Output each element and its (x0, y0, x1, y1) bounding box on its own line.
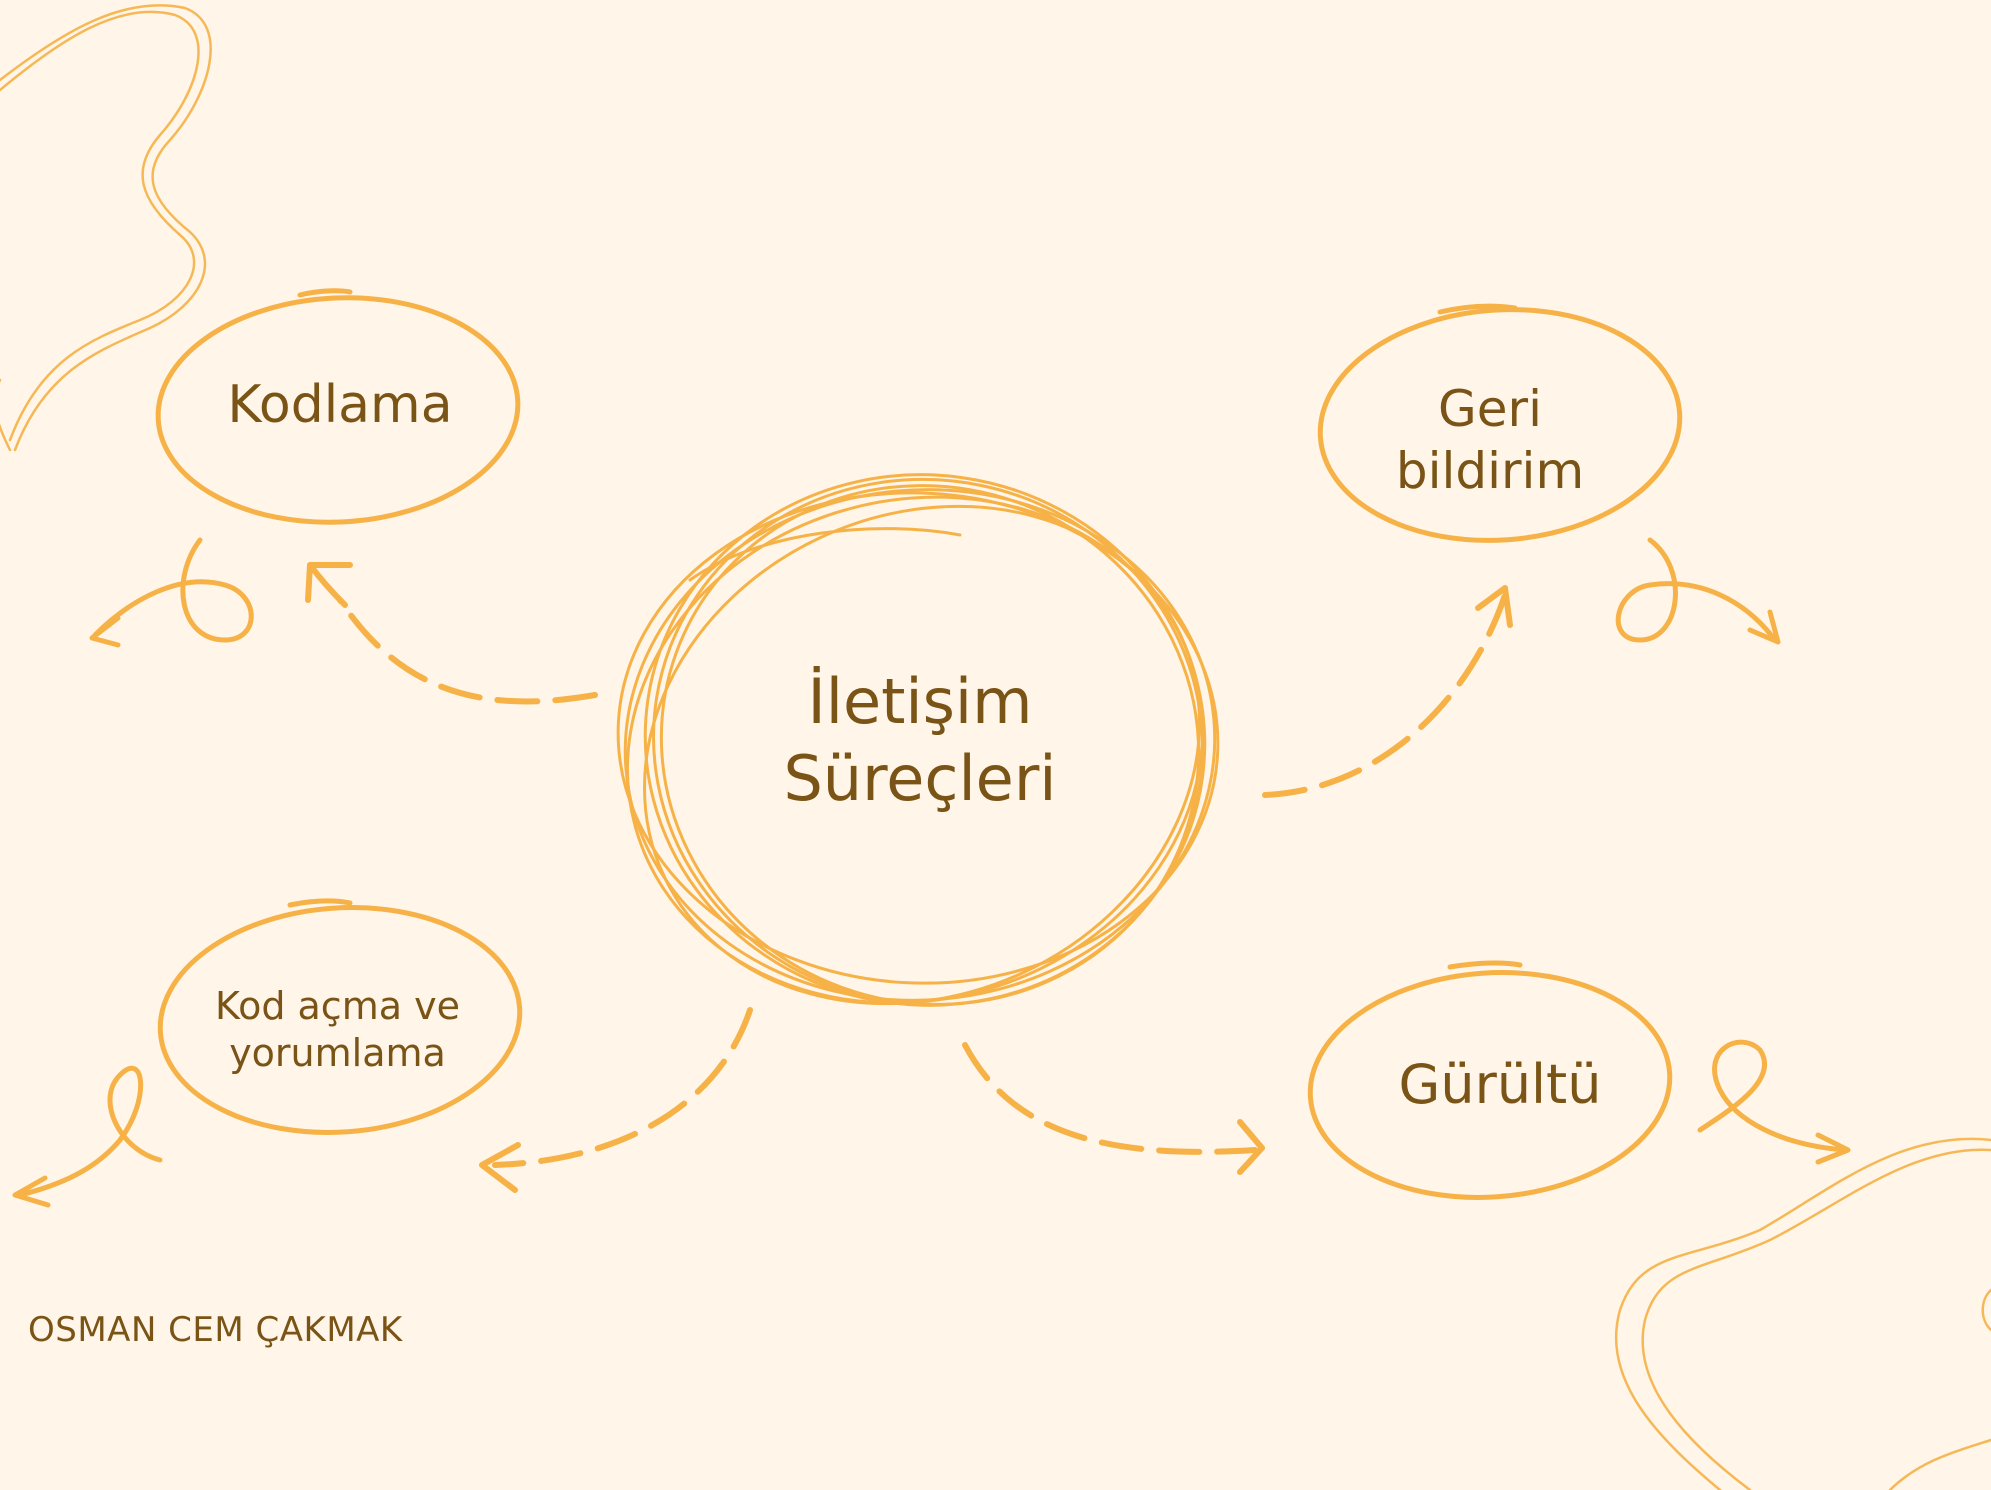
author-name: OSMAN CEM ÇAKMAK (28, 1310, 403, 1350)
kodlama-node-label: Kodlama (160, 350, 520, 460)
arrow-to-kodlama (305, 562, 598, 705)
decorative-squiggle-top-left (0, 4, 212, 452)
kod-acma-line1: Kod açma ve (215, 983, 460, 1028)
gurultu-ellipse (1307, 960, 1673, 1200)
geri-bildirim-line1: Geri (1438, 379, 1542, 438)
loop-arrow-left-bottom (12, 1065, 163, 1208)
geri-bildirim-ellipse (1317, 303, 1683, 543)
gurultu-text: Gürültü (1398, 1053, 1602, 1117)
kodlama-text: Kodlama (227, 374, 453, 435)
center-scribble-circle (616, 473, 1220, 1007)
kod-acma-node-label: Kod açma ve yorumlama (160, 960, 515, 1100)
gurultu-node-label: Gürültü (1320, 1030, 1680, 1140)
arrow-to-gurultu (962, 1042, 1265, 1175)
loop-arrow-right-top (1615, 537, 1781, 645)
decorative-squiggle-bottom-right (1614, 1137, 1991, 1490)
kod-acma-ellipse (157, 898, 523, 1135)
loop-arrow-left-top (89, 537, 254, 648)
arrow-to-kod-acma (479, 1007, 753, 1193)
center-label-line1: İletişim (807, 664, 1033, 738)
center-node-label: İletişim Süreçleri (700, 640, 1140, 840)
center-label-line2: Süreçleri (783, 742, 1057, 815)
arrow-to-geri-bildirim (1262, 585, 1513, 798)
loop-arrow-right-bottom (1697, 1039, 1851, 1165)
kodlama-ellipse (155, 288, 521, 525)
geri-bildirim-line2: bildirim (1395, 442, 1585, 500)
kod-acma-line2: yorumlama (229, 1031, 446, 1075)
geri-bildirim-node-label: Geri bildirim (1320, 360, 1660, 520)
